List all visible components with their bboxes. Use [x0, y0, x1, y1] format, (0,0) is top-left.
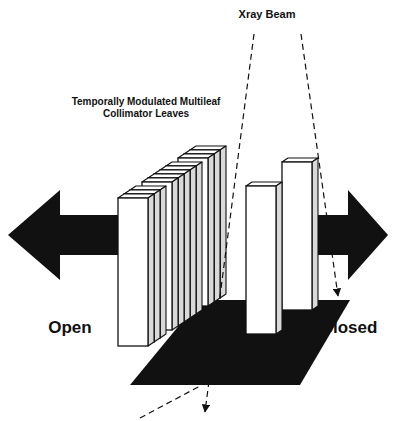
collimator-leaf-part: [282, 162, 312, 310]
closed-arrow: [318, 190, 388, 280]
collimator-leaf-part: [246, 186, 276, 334]
collimator-leaf-part: [118, 198, 148, 346]
collimator-leaf-part: [154, 190, 160, 342]
collimator-leaf-part: [172, 178, 178, 330]
xray-beam: [140, 34, 338, 418]
open-arrow: [8, 190, 125, 280]
beam-label: Xray Beam: [222, 8, 312, 21]
beam-edge: [205, 34, 254, 412]
beam-edge: [301, 34, 338, 296]
collimator-leaf-part: [208, 154, 214, 306]
collimator-leaf: [118, 194, 154, 346]
direction-label: Open: [30, 318, 110, 338]
collimator-leaf-part: [312, 158, 318, 310]
collimator-leaf-part: [196, 162, 202, 314]
collimator-leaf-part: [178, 174, 184, 326]
collimator-leaf-part: [160, 186, 166, 338]
collimator-leaf: [246, 182, 282, 334]
collimator-leaf: [282, 158, 318, 310]
direction-label: Closed: [308, 318, 390, 338]
collimator-leaf-part: [190, 166, 196, 318]
collimator-leaf-part: [214, 150, 220, 302]
collimator-leaf-part: [184, 170, 190, 322]
leaf-label: Temporally Modulated Multileaf Collimato…: [66, 96, 226, 119]
beam-floor-line: [140, 386, 200, 418]
collimator-leaf-part: [276, 182, 282, 334]
collimator-leaf-part: [148, 194, 154, 346]
